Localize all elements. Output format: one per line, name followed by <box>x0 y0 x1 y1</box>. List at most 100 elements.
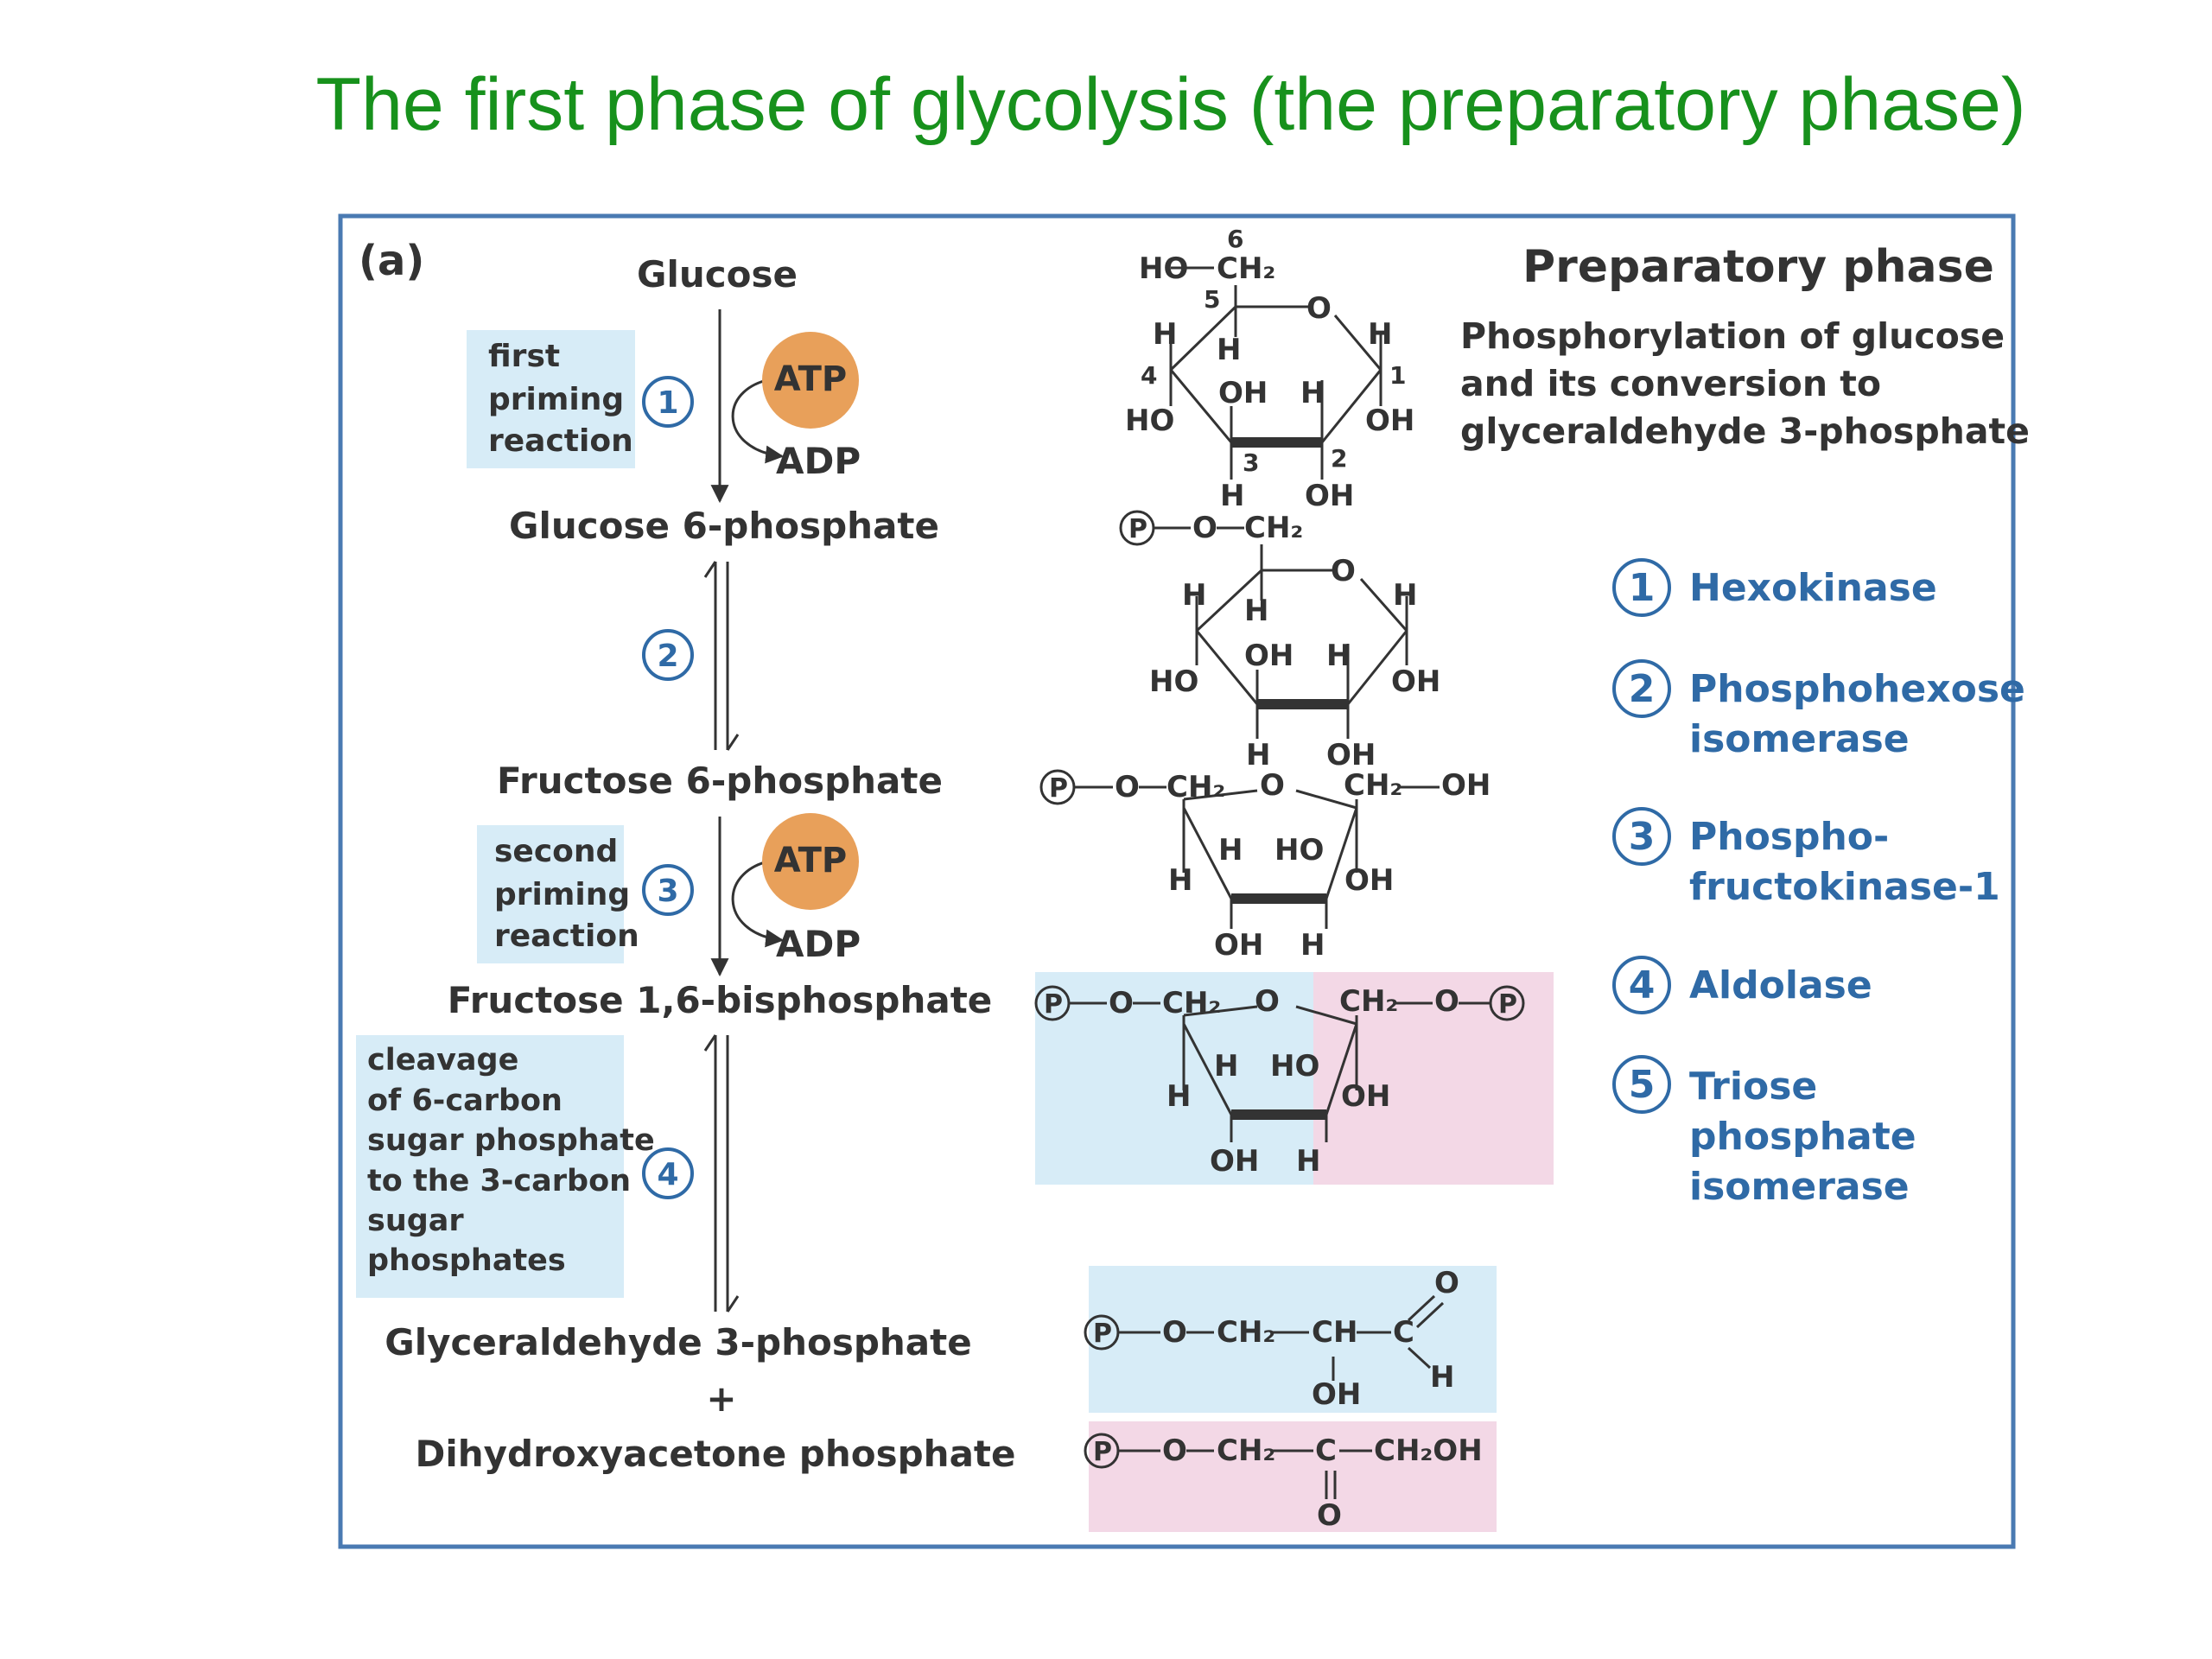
enzyme-number-3: 3 <box>1629 815 1656 859</box>
compound-glucose-6-phosphate: Glucose 6-phosphate <box>509 505 939 547</box>
svg-text:CH₂: CH₂ <box>1166 770 1225 804</box>
svg-text:CH₂: CH₂ <box>1162 986 1221 1020</box>
svg-text:6: 6 <box>1227 225 1243 253</box>
svg-text:OH: OH <box>1244 639 1294 673</box>
atp-label-1: ATP <box>774 359 847 399</box>
svg-text:OH: OH <box>1305 479 1354 513</box>
step-number-3: 3 <box>657 874 678 909</box>
g6p-structure-labels: P O CH₂ O H H H OH H HO OH H OH <box>1128 511 1440 772</box>
svg-text:CH₂: CH₂ <box>1339 984 1398 1019</box>
figure-frame <box>338 213 2016 1549</box>
gap-box <box>1089 1266 1497 1413</box>
svg-text:OH: OH <box>1312 1377 1361 1412</box>
svg-text:P: P <box>1093 1319 1112 1349</box>
svg-text:2: 2 <box>1331 444 1347 473</box>
fbp-ring <box>1182 1005 1358 1142</box>
step-circle-1 <box>642 376 694 428</box>
svg-text:H: H <box>1214 1049 1238 1084</box>
svg-text:H: H <box>1326 639 1351 673</box>
formula-dashes <box>1070 266 1490 1452</box>
glucose-ring <box>1169 285 1382 480</box>
compound-dihydroxyacetone-phosphate: Dihydroxyacetone phosphate <box>416 1433 1016 1475</box>
note-second-line1: second <box>494 834 618 869</box>
svg-text:P: P <box>1049 773 1068 804</box>
enzyme-circle-3 <box>1612 807 1671 866</box>
legend-heading: Preparatory phase <box>1522 241 1994 293</box>
svg-text:O: O <box>1162 1433 1187 1468</box>
svg-text:H: H <box>1166 1079 1191 1114</box>
svg-text:H: H <box>1368 317 1392 352</box>
svg-text:CH₂: CH₂ <box>1344 768 1402 803</box>
svg-text:OH: OH <box>1365 404 1414 438</box>
equilibrium-arrow-2 <box>703 561 740 751</box>
atp-label-3: ATP <box>774 841 847 880</box>
atp-curve-3 <box>731 858 785 948</box>
svg-text:CH₂: CH₂ <box>1217 1433 1275 1468</box>
adp-label-1: ADP <box>776 440 861 482</box>
svg-text:H: H <box>1168 863 1192 898</box>
equilibrium-arrow-4 <box>703 1034 740 1313</box>
step-circle-2 <box>642 629 694 681</box>
svg-text:OH: OH <box>1344 863 1394 898</box>
svg-text:CH₂: CH₂ <box>1217 1315 1275 1350</box>
plus-sign: + <box>706 1377 736 1420</box>
svg-text:H: H <box>1393 578 1417 613</box>
enzyme-circle-4 <box>1612 956 1671 1014</box>
note-second-line3: reaction <box>494 918 639 954</box>
svg-text:O: O <box>1255 984 1280 1019</box>
gap-structure-labels: P O CH₂ CH C O OH H <box>1093 1266 1459 1412</box>
svg-text:CH₂OH: CH₂OH <box>1374 1433 1483 1468</box>
note-cleavage-line4: to the 3-carbon <box>367 1164 631 1198</box>
svg-text:O: O <box>1115 770 1140 804</box>
phosphate-circles <box>1034 510 1525 1469</box>
step-number-4: 4 <box>657 1157 678 1192</box>
svg-text:CH: CH <box>1312 1315 1357 1350</box>
enzyme-circle-5 <box>1612 1055 1671 1114</box>
svg-text:H: H <box>1246 738 1270 772</box>
atp-circle-1 <box>762 332 859 429</box>
note-box-first <box>467 330 635 468</box>
f6p-structure-labels: P O CH₂ O CH₂ OH H HO H OH OH H <box>1049 768 1491 963</box>
svg-text:H: H <box>1296 1144 1320 1179</box>
svg-text:O: O <box>1162 1315 1187 1350</box>
svg-text:OH: OH <box>1341 1079 1390 1114</box>
svg-text:OH: OH <box>1391 664 1440 699</box>
enzyme-tpi-line3: isomerase <box>1689 1165 1910 1209</box>
atp-curve-1 <box>731 377 785 464</box>
svg-text:OH: OH <box>1214 928 1263 963</box>
svg-text:3: 3 <box>1243 448 1259 477</box>
enzyme-circle-2 <box>1612 659 1671 718</box>
step-circle-3 <box>642 864 694 916</box>
svg-text:4: 4 <box>1141 361 1157 390</box>
svg-text:H: H <box>1300 928 1325 963</box>
note-cleavage-line5: sugar <box>367 1204 464 1238</box>
dhap-structure-labels: P O CH₂ C CH₂OH O <box>1093 1433 1483 1533</box>
enzyme-circle-1 <box>1612 558 1671 617</box>
enzyme-number-5: 5 <box>1629 1063 1656 1107</box>
svg-text:OH: OH <box>1441 768 1491 803</box>
svg-text:HO: HO <box>1149 664 1198 699</box>
note-cleavage-line1: cleavage <box>367 1043 518 1077</box>
svg-text:H: H <box>1220 479 1244 513</box>
svg-text:H: H <box>1182 578 1206 613</box>
svg-text:H: H <box>1300 376 1325 410</box>
note-second-line2: priming <box>494 877 630 912</box>
svg-text:O: O <box>1306 291 1332 326</box>
svg-text:O: O <box>1109 986 1134 1020</box>
svg-text:HO: HO <box>1125 404 1174 438</box>
note-first-line1: first <box>488 339 560 374</box>
note-box-cleavage <box>356 1035 624 1298</box>
note-first-line3: reaction <box>488 423 633 459</box>
enzyme-number-4: 4 <box>1629 963 1656 1007</box>
enzyme-tpi-line2: phosphate <box>1689 1115 1916 1159</box>
svg-text:O: O <box>1192 511 1217 545</box>
svg-text:CH₂: CH₂ <box>1244 511 1303 545</box>
dhap-box <box>1089 1421 1497 1532</box>
atp-circle-3 <box>762 813 859 910</box>
svg-text:H: H <box>1153 317 1177 352</box>
compound-fructose-6-phosphate: Fructose 6-phosphate <box>497 760 943 802</box>
step-number-1: 1 <box>657 385 678 421</box>
fbp-structure-labels: P O CH₂ O CH₂ O P H HO H OH OH H <box>1044 984 1517 1179</box>
slide-title: The first phase of glycolysis (the prepa… <box>315 63 2026 146</box>
